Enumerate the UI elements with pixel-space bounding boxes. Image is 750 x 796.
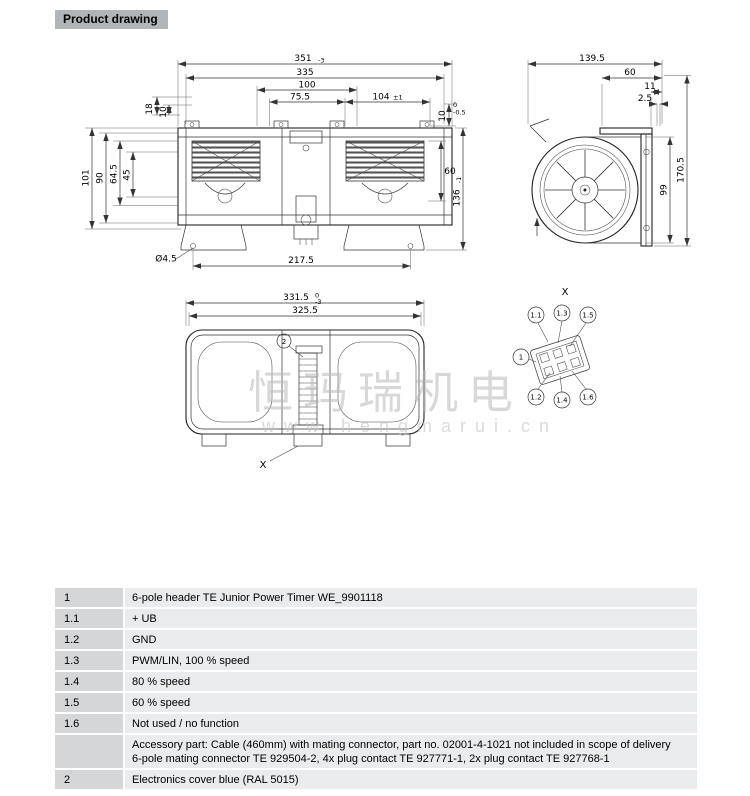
row-number: 1.1 xyxy=(55,609,123,628)
row-number: 1.6 xyxy=(55,714,123,733)
pin-label-1-4: 1.4 xyxy=(556,397,568,405)
dim-75-5: 75.5 xyxy=(290,93,310,103)
dim-60: 60 xyxy=(444,167,456,177)
right-grille xyxy=(345,140,425,182)
connector-detail: X 1.1 1.3 1.5 1 1 xyxy=(512,287,597,409)
table-row: 1.4 80 % speed xyxy=(55,672,697,691)
section-header: Product drawing xyxy=(55,10,168,29)
mounting-feet xyxy=(180,224,425,251)
pin-label-1-1: 1.1 xyxy=(530,312,541,320)
dim-136: 136 xyxy=(453,189,463,206)
row-number: 1.4 xyxy=(55,672,123,691)
left-motor xyxy=(204,182,246,195)
dim-60-side: 60 xyxy=(624,68,636,78)
dim-90: 90 xyxy=(96,172,106,184)
motor-assembly xyxy=(292,345,324,435)
accessory-line-2: 6-pole mating connector TE 929504-2, 4x … xyxy=(132,752,610,765)
dim-325-5: 325.5 xyxy=(292,306,318,316)
dim-11: 11 xyxy=(644,82,655,92)
left-grille xyxy=(191,140,261,182)
dim-2-5: 2.5 xyxy=(638,94,652,104)
dim-104: 104 xyxy=(372,93,389,103)
dim-10r-tol-bot: -0.5 xyxy=(453,109,466,117)
dim-331-5: 331.5 xyxy=(283,293,309,303)
dim-64-5: 64.5 xyxy=(110,164,120,184)
row-number: 1 xyxy=(55,588,123,607)
table-row: 1.1 + UB xyxy=(55,609,697,628)
pin-label-1-3: 1.3 xyxy=(556,310,567,318)
table-row: 2 Electronics cover blue (RAL 5015) xyxy=(55,770,697,789)
row-text: Electronics cover blue (RAL 5015) xyxy=(125,770,697,789)
row-number: 1.5 xyxy=(55,693,123,712)
detail-x-ref: X xyxy=(260,460,267,471)
callout-2-circle xyxy=(276,333,292,349)
connector-body xyxy=(530,335,590,385)
pin-label-1-2: 1.2 xyxy=(530,394,541,402)
row-text: Not used / no function xyxy=(125,714,697,733)
table-row: 1.6 Not used / no function xyxy=(55,714,697,733)
callout-2: 2 xyxy=(282,338,286,346)
dim-45: 45 xyxy=(123,169,133,180)
bottom-view: 2 X 331.5 0 -3 325.5 xyxy=(185,292,425,471)
accessory-line-1: Accessory part: Cable (460mm) with matin… xyxy=(132,738,671,751)
impeller xyxy=(545,150,625,230)
detail-x-title: X xyxy=(562,287,569,298)
row-text: 60 % speed xyxy=(125,693,697,712)
dim-99: 99 xyxy=(660,184,670,196)
row-text: PWM/LIN, 100 % speed xyxy=(125,651,697,670)
table-row: 1.2 GND xyxy=(55,630,697,649)
table-row: 1.5 60 % speed xyxy=(55,693,697,712)
dim-351: 351 xyxy=(294,54,311,64)
dim-351-tol: -3 xyxy=(318,57,324,65)
row-number: 1.3 xyxy=(55,651,123,670)
dim-104-tol: ±1 xyxy=(393,94,403,102)
dim-139-5: 139.5 xyxy=(579,54,605,64)
dim-10: 10 xyxy=(159,106,169,118)
dim-101: 101 xyxy=(82,169,92,186)
row-text: 80 % speed xyxy=(125,672,697,691)
dim-331-5-tol-top: 0 xyxy=(315,292,319,300)
table-row: 1.3 PWM/LIN, 100 % speed xyxy=(55,651,697,670)
dim-217-5: 217.5 xyxy=(288,256,314,266)
side-view: 139.5 60 11 2.5 99 170.5 xyxy=(527,54,691,247)
dim-hole: Ø4.5 xyxy=(155,254,176,265)
row-text: + UB xyxy=(125,609,697,628)
row-number: 2 xyxy=(55,770,123,789)
mounting-tabs xyxy=(184,120,435,129)
bottom-connector xyxy=(293,224,319,240)
dim-331-5-tol-bot: -3 xyxy=(315,298,321,306)
row-number xyxy=(55,735,123,768)
pin-legend-table: 1 6-pole header TE Junior Power Timer WE… xyxy=(55,588,697,791)
row-text: 6-pole header TE Junior Power Timer WE_9… xyxy=(125,588,697,607)
center-column xyxy=(281,128,331,245)
row-number: 1.2 xyxy=(55,630,123,649)
row-text: GND xyxy=(125,630,697,649)
dim-136-tol: -1 xyxy=(455,177,463,183)
dim-18: 18 xyxy=(145,103,155,115)
dim-10r-tol-top: 0 xyxy=(453,101,457,109)
pin-label-1: 1 xyxy=(519,354,523,362)
table-row-accessory: Accessory part: Cable (460mm) with matin… xyxy=(55,735,697,768)
front-view: 351 -3 335 100 75.5 104 ±1 18 10 101 xyxy=(82,54,467,270)
pin-label-1-6: 1.6 xyxy=(582,394,594,402)
dim-335: 335 xyxy=(296,68,313,78)
right-motor xyxy=(361,182,409,195)
dim-170-5: 170.5 xyxy=(677,157,687,183)
row-text: Accessory part: Cable (460mm) with matin… xyxy=(125,735,697,768)
product-drawing: 351 -3 335 100 75.5 104 ±1 18 10 101 xyxy=(82,54,691,471)
pin-label-1-5: 1.5 xyxy=(582,312,593,320)
table-row: 1 6-pole header TE Junior Power Timer WE… xyxy=(55,588,697,607)
dim-10r: 10 xyxy=(438,110,448,122)
dim-100: 100 xyxy=(298,81,315,91)
